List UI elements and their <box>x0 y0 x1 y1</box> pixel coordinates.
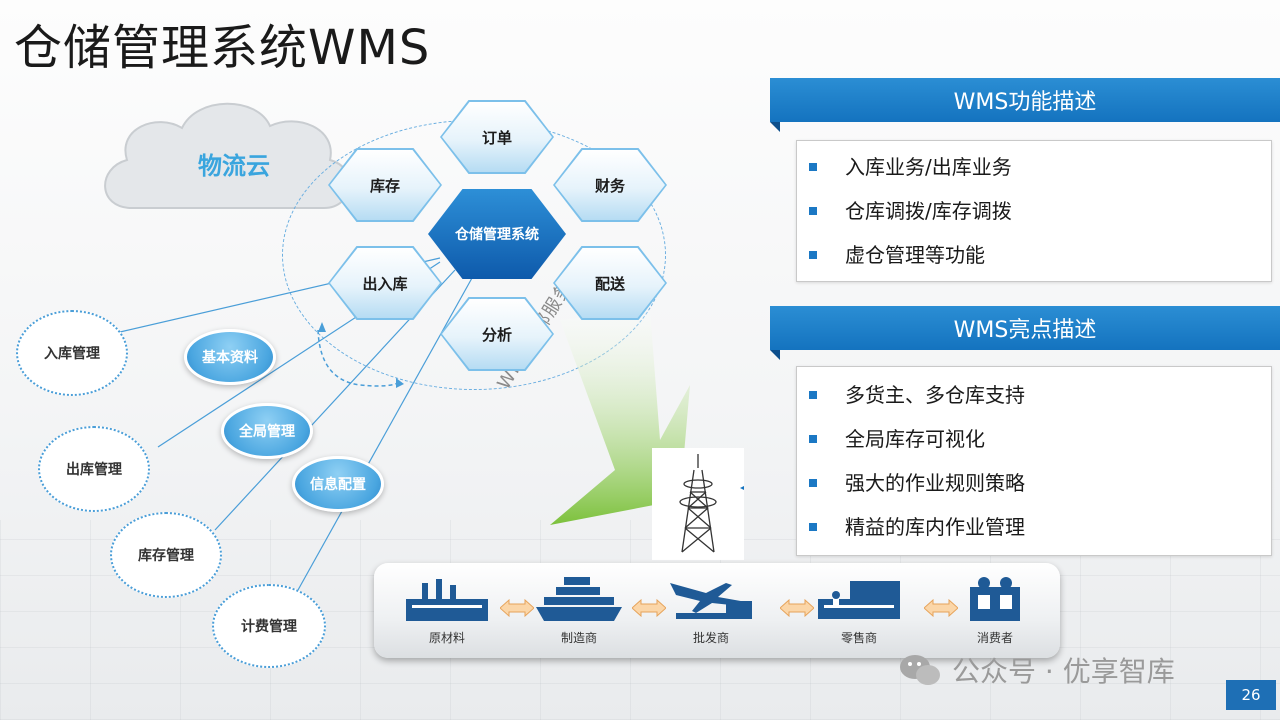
highlights-header: WMS亮点描述 <box>770 306 1280 360</box>
ship-icon <box>536 577 622 621</box>
feature-item: 入库业务/出库业务 <box>797 145 1271 189</box>
highlight-item: 强大的作业规则策略 <box>797 461 1271 505</box>
hex-in-out[interactable]: 出入库 <box>330 248 440 318</box>
airplane-icon <box>670 583 752 619</box>
double-arrow-icon <box>500 599 534 617</box>
chain-manufacturer: 制造商 <box>524 573 634 646</box>
watermark: 公众号 · 优享智库 <box>898 650 1175 690</box>
supply-chain-panel: 原材料 制造商 批发商 零售商 <box>374 563 1060 658</box>
bubble-global-mgmt[interactable]: 全局管理 <box>221 403 313 459</box>
chain-label: 原材料 <box>428 631 465 645</box>
page-title: 仓储管理系统WMS <box>14 20 431 76</box>
chain-label: 消费者 <box>976 631 1013 645</box>
features-list: 入库业务/出库业务 仓库调拨/库存调拨 虚仓管理等功能 <box>796 140 1272 282</box>
bubble-info-config[interactable]: 信息配置 <box>292 456 384 512</box>
module-billing[interactable]: 计费管理 <box>212 584 326 668</box>
chain-label: 制造商 <box>560 631 597 645</box>
cloud-label: 物流云 <box>198 152 270 180</box>
double-arrow-icon <box>632 599 666 617</box>
features-header: WMS功能描述 <box>770 78 1280 132</box>
highlight-item: 全局库存可视化 <box>797 417 1271 461</box>
wechat-icon <box>900 655 940 685</box>
hex-inventory[interactable]: 库存 <box>330 150 440 220</box>
chain-wholesaler: 批发商 <box>656 573 766 646</box>
highlight-item: 精益的库内作业管理 <box>797 505 1271 549</box>
watermark-text: 公众号 · 优享智库 <box>952 655 1175 688</box>
tower-icon <box>679 454 744 553</box>
feature-item: 仓库调拨/库存调拨 <box>797 189 1271 233</box>
tower-image <box>652 448 744 560</box>
highlight-item: 多货主、多仓库支持 <box>797 373 1271 417</box>
factory-icon <box>406 579 488 621</box>
chain-label: 零售商 <box>840 631 877 645</box>
page-number: 26 <box>1226 680 1276 710</box>
chain-consumer: 消费者 <box>940 573 1050 646</box>
module-stock[interactable]: 库存管理 <box>110 512 222 598</box>
hex-wms-center[interactable]: 仓储管理系统 <box>428 189 566 279</box>
double-arrow-icon <box>780 599 814 617</box>
feature-item: 虚仓管理等功能 <box>797 233 1271 277</box>
module-outbound[interactable]: 出库管理 <box>38 426 150 512</box>
chain-label: 批发商 <box>692 631 729 645</box>
highlights-list: 多货主、多仓库支持 全局库存可视化 强大的作业规则策略 精益的库内作业管理 <box>796 366 1272 556</box>
chain-retailer: 零售商 <box>804 573 914 646</box>
people-icon <box>970 577 1020 621</box>
double-arrow-icon <box>924 599 958 617</box>
module-inbound[interactable]: 入库管理 <box>16 310 128 396</box>
truck-icon <box>818 581 900 619</box>
chain-raw-materials: 原材料 <box>392 573 502 646</box>
bubble-basic-data[interactable]: 基本资料 <box>184 329 276 385</box>
